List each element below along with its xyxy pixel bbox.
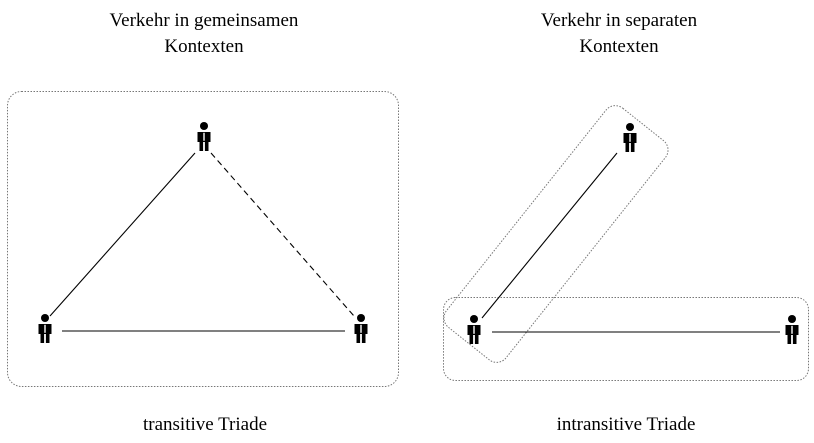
right-caption: intransitive Triade xyxy=(556,414,696,435)
left-right-person-icon xyxy=(354,314,368,343)
right-title-line2: Kontexten xyxy=(579,36,659,57)
left-top-person-icon xyxy=(197,122,211,151)
left-caption: transitive Triade xyxy=(142,414,268,435)
right-top-person-icon xyxy=(623,123,637,152)
left-shared-context-box xyxy=(7,91,399,387)
left-title-line2: Kontexten xyxy=(164,36,244,57)
right-edge-left-top xyxy=(481,152,618,319)
right-diagonal-context-box xyxy=(443,105,669,363)
right-right-person-icon xyxy=(785,315,799,344)
left-title-line1: Verkehr in gemeinsamen xyxy=(109,10,299,31)
left-edge-left-top xyxy=(49,152,196,317)
right-horizontal-context-box xyxy=(443,297,809,381)
left-title: Verkehr in gemeinsamen Kontexten xyxy=(74,8,334,60)
right-title: Verkehr in separaten Kontexten xyxy=(489,8,749,60)
right-title-line1: Verkehr in separaten xyxy=(540,10,698,31)
left-edge-top-right xyxy=(210,152,355,317)
right-left-person-icon xyxy=(467,315,481,344)
left-left-person-icon xyxy=(38,314,52,343)
